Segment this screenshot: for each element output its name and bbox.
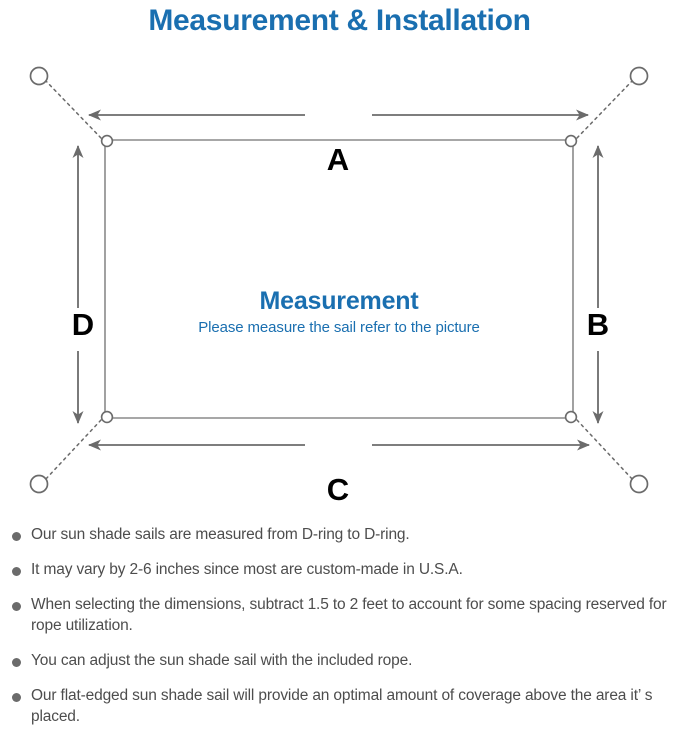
tether-line-top-left: [43, 78, 102, 139]
d-ring-bottom-right: [564, 410, 578, 424]
note-text: Our flat-edged sun shade sail will provi…: [31, 687, 653, 725]
dimension-label-a: A: [326, 142, 350, 177]
list-item: Our flat-edged sun shade sail will provi…: [0, 685, 679, 727]
list-item: It may vary by 2-6 inches since most are…: [0, 559, 679, 580]
bullet-icon: [12, 602, 21, 611]
d-ring-top-right: [564, 134, 578, 148]
dimension-label-d: D: [71, 307, 95, 342]
tether-line-top-right: [576, 78, 635, 139]
tether-line-bottom-right: [576, 419, 635, 482]
note-text: Our sun shade sails are measured from D-…: [31, 526, 410, 543]
measurement-diagram: A B C D Measurement Please measure the s…: [0, 46, 679, 516]
d-ring-top-left: [100, 134, 114, 148]
dimension-label-b: B: [586, 307, 610, 342]
list-item: You can adjust the sun shade sail with t…: [0, 650, 679, 671]
anchor-point-top-right: [629, 66, 649, 86]
note-text: It may vary by 2-6 inches since most are…: [31, 561, 463, 578]
notes-list: Our sun shade sails are measured from D-…: [0, 524, 679, 741]
tether-line-bottom-left: [43, 419, 102, 482]
page-title: Measurement & Installation: [148, 4, 531, 37]
anchor-point-top-left: [29, 66, 49, 86]
dimension-label-c: C: [326, 472, 350, 507]
anchor-point-bottom-right: [629, 474, 649, 494]
list-item: Our sun shade sails are measured from D-…: [0, 524, 679, 545]
d-ring-bottom-left: [100, 410, 114, 424]
note-text: You can adjust the sun shade sail with t…: [31, 652, 413, 669]
bullet-icon: [12, 693, 21, 702]
bullet-icon: [12, 658, 21, 667]
bullet-icon: [12, 567, 21, 576]
note-text: When selecting the dimensions, subtract …: [31, 596, 667, 634]
anchor-point-bottom-left: [29, 474, 49, 494]
bullet-icon: [12, 532, 21, 541]
sail-rectangle: [104, 139, 574, 419]
list-item: When selecting the dimensions, subtract …: [0, 594, 679, 636]
